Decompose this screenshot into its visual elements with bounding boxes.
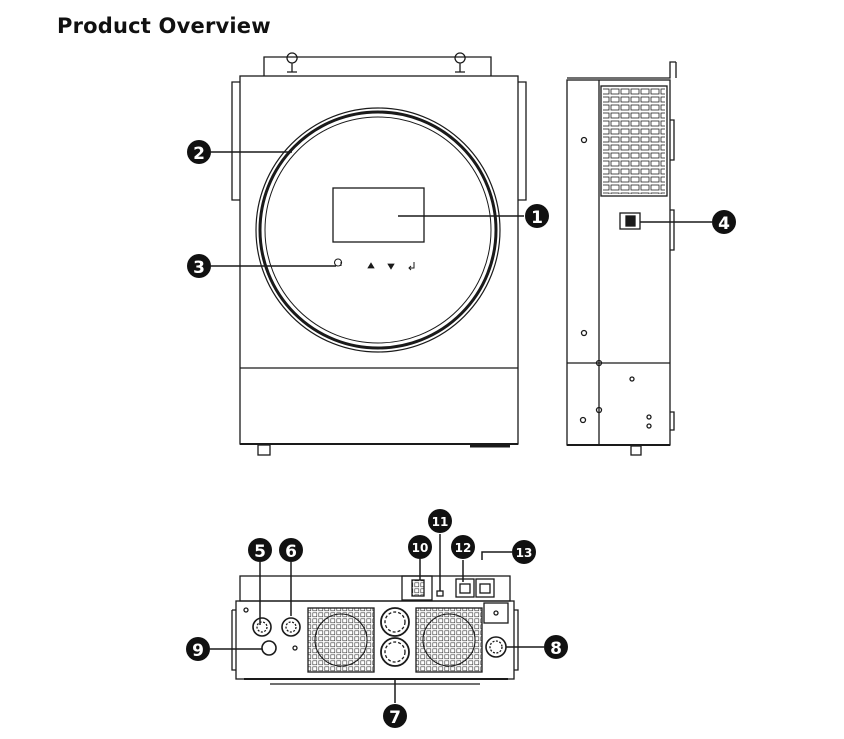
down-arrow-icon: [387, 263, 395, 270]
screw: [579, 416, 587, 424]
up-arrow-icon: [367, 262, 375, 269]
callout-label: 8: [550, 639, 562, 659]
screw: [595, 359, 603, 367]
enter-icon: [408, 262, 415, 271]
fan-grille-right: [415, 607, 483, 673]
fan-grille-left: [307, 607, 375, 673]
right-tab: [483, 602, 509, 624]
callout-9: 9: [186, 637, 210, 661]
screw: [646, 423, 652, 429]
keyhole-right: [454, 52, 466, 73]
callout-1: 1: [525, 204, 549, 228]
front-view: [231, 52, 527, 456]
screw: [580, 136, 588, 144]
screw: [580, 329, 588, 337]
callout-label: 4: [718, 214, 730, 234]
leader-lines: [210, 151, 712, 703]
rj45-port-b: [475, 578, 495, 598]
callout-label: 5: [254, 542, 266, 562]
ac-input-gland: [252, 617, 272, 637]
lcd-screen: [332, 187, 425, 243]
led-ring: [258, 110, 498, 350]
power-icon: [334, 258, 343, 267]
callout-3: 3: [187, 254, 211, 278]
callout-label: 6: [285, 542, 297, 562]
page-title: Product Overview: [57, 14, 271, 38]
keyhole-left: [286, 52, 298, 73]
callout-label: 13: [516, 546, 533, 560]
callout-10: 10: [408, 535, 432, 559]
callout-label: 11: [432, 515, 449, 529]
bottom-terminal: [257, 444, 271, 456]
callout-label: 3: [193, 258, 205, 278]
callout-label: 12: [455, 541, 472, 555]
pv-gland-bottom: [380, 637, 410, 667]
callout-label: 9: [192, 641, 204, 661]
ac-output-gland: [281, 617, 301, 637]
right-handle: [518, 81, 527, 201]
callout-13: 13: [512, 540, 536, 564]
callout-5: 5: [248, 538, 272, 562]
battery-gland: [485, 636, 507, 658]
dry-contact-block: [401, 575, 433, 601]
callout-4: 4: [712, 210, 736, 234]
screw: [629, 376, 635, 382]
callout-2: 2: [187, 140, 211, 164]
callout-7: 7: [383, 704, 407, 728]
left-handle: [231, 81, 240, 201]
pv-gland-top: [380, 607, 410, 637]
callout-11: 11: [428, 509, 452, 533]
side-view: [566, 61, 677, 456]
callout-label: 7: [389, 708, 401, 728]
outer-ring: [255, 107, 501, 353]
rj45-port-a: [455, 578, 475, 598]
bottom-terminal: [630, 445, 642, 456]
callout-label: 2: [193, 144, 205, 164]
power-switch: [619, 212, 641, 230]
ground-gland: [261, 640, 277, 656]
front-body: [239, 75, 519, 445]
callout-label: 10: [412, 541, 429, 555]
callout-12: 12: [451, 535, 475, 559]
side-vent: [600, 85, 668, 197]
bottom-view: [231, 575, 519, 685]
callout-6: 6: [279, 538, 303, 562]
usb-port: [436, 590, 444, 597]
screw: [595, 406, 603, 414]
inner-ring: [264, 116, 492, 344]
callout-label: 1: [531, 208, 543, 228]
callout-8: 8: [544, 635, 568, 659]
screw: [646, 414, 652, 420]
touch-buttons: [334, 258, 415, 271]
mounting-bracket: [263, 56, 492, 76]
